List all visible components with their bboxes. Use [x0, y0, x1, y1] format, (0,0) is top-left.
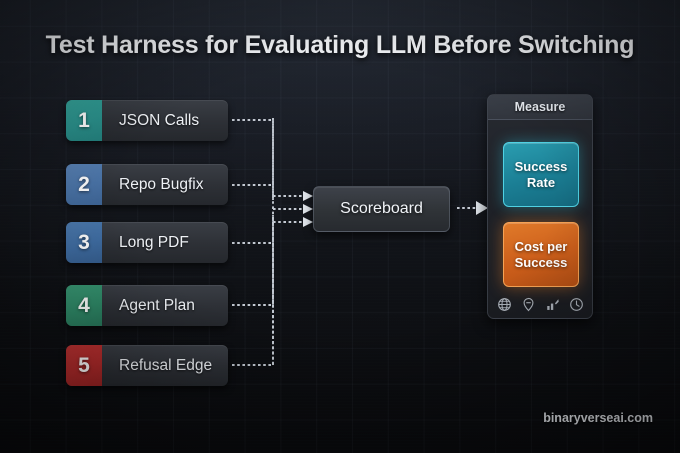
clock-icon[interactable]	[569, 297, 584, 312]
step-card-2[interactable]: 2 Repo Bugfix	[66, 164, 228, 205]
bar-chart-icon[interactable]	[545, 297, 560, 312]
globe-icon[interactable]	[497, 297, 512, 312]
measure-panel: Measure Success Rate Cost per Success	[487, 94, 593, 319]
arrowhead-scoreboard-3	[303, 217, 313, 227]
page-title: Test Harness for Evaluating LLM Before S…	[45, 31, 635, 59]
metric-tile-cost-per-success-line2: Success	[514, 254, 568, 270]
measure-icon-row	[488, 293, 592, 315]
location-pin-icon[interactable]	[521, 297, 536, 312]
measure-panel-title: Measure	[488, 95, 592, 120]
metric-tile-cost-per-success-line1: Cost per	[514, 238, 568, 254]
arrowhead-scoreboard-2	[303, 204, 313, 214]
scoreboard-node[interactable]: Scoreboard	[313, 186, 450, 232]
step-card-4[interactable]: 4 Agent Plan	[66, 285, 228, 326]
arrowhead-scoreboard-1	[303, 191, 313, 201]
step-number-3: 3	[66, 222, 102, 263]
step-number-2: 2	[66, 164, 102, 205]
connector-step-1	[232, 119, 274, 200]
step-number-1: 1	[66, 100, 102, 141]
step-label-2: Repo Bugfix	[119, 175, 204, 193]
connector-step-4	[232, 215, 274, 306]
step-label-5: Refusal Edge	[119, 356, 213, 374]
connector-step-5	[232, 215, 274, 366]
metric-tile-cost-per-success[interactable]: Cost per Success	[503, 222, 579, 287]
step-label-3: Long PDF	[119, 233, 189, 251]
site-watermark: binaryverseai.com	[543, 411, 653, 425]
metric-tile-success-rate[interactable]: Success Rate	[503, 142, 579, 207]
metric-tile-success-rate-line2: Rate	[526, 174, 556, 190]
metric-tile-success-rate-line1: Success	[514, 158, 568, 174]
step-number-5: 5	[66, 345, 102, 386]
step-card-5[interactable]: 5 Refusal Edge	[66, 345, 228, 386]
step-card-1[interactable]: 1 JSON Calls	[66, 100, 228, 141]
step-label-4: Agent Plan	[119, 296, 195, 314]
step-number-4: 4	[66, 285, 102, 326]
step-card-3[interactable]: 3 Long PDF	[66, 222, 228, 263]
step-label-1: JSON Calls	[119, 111, 200, 129]
